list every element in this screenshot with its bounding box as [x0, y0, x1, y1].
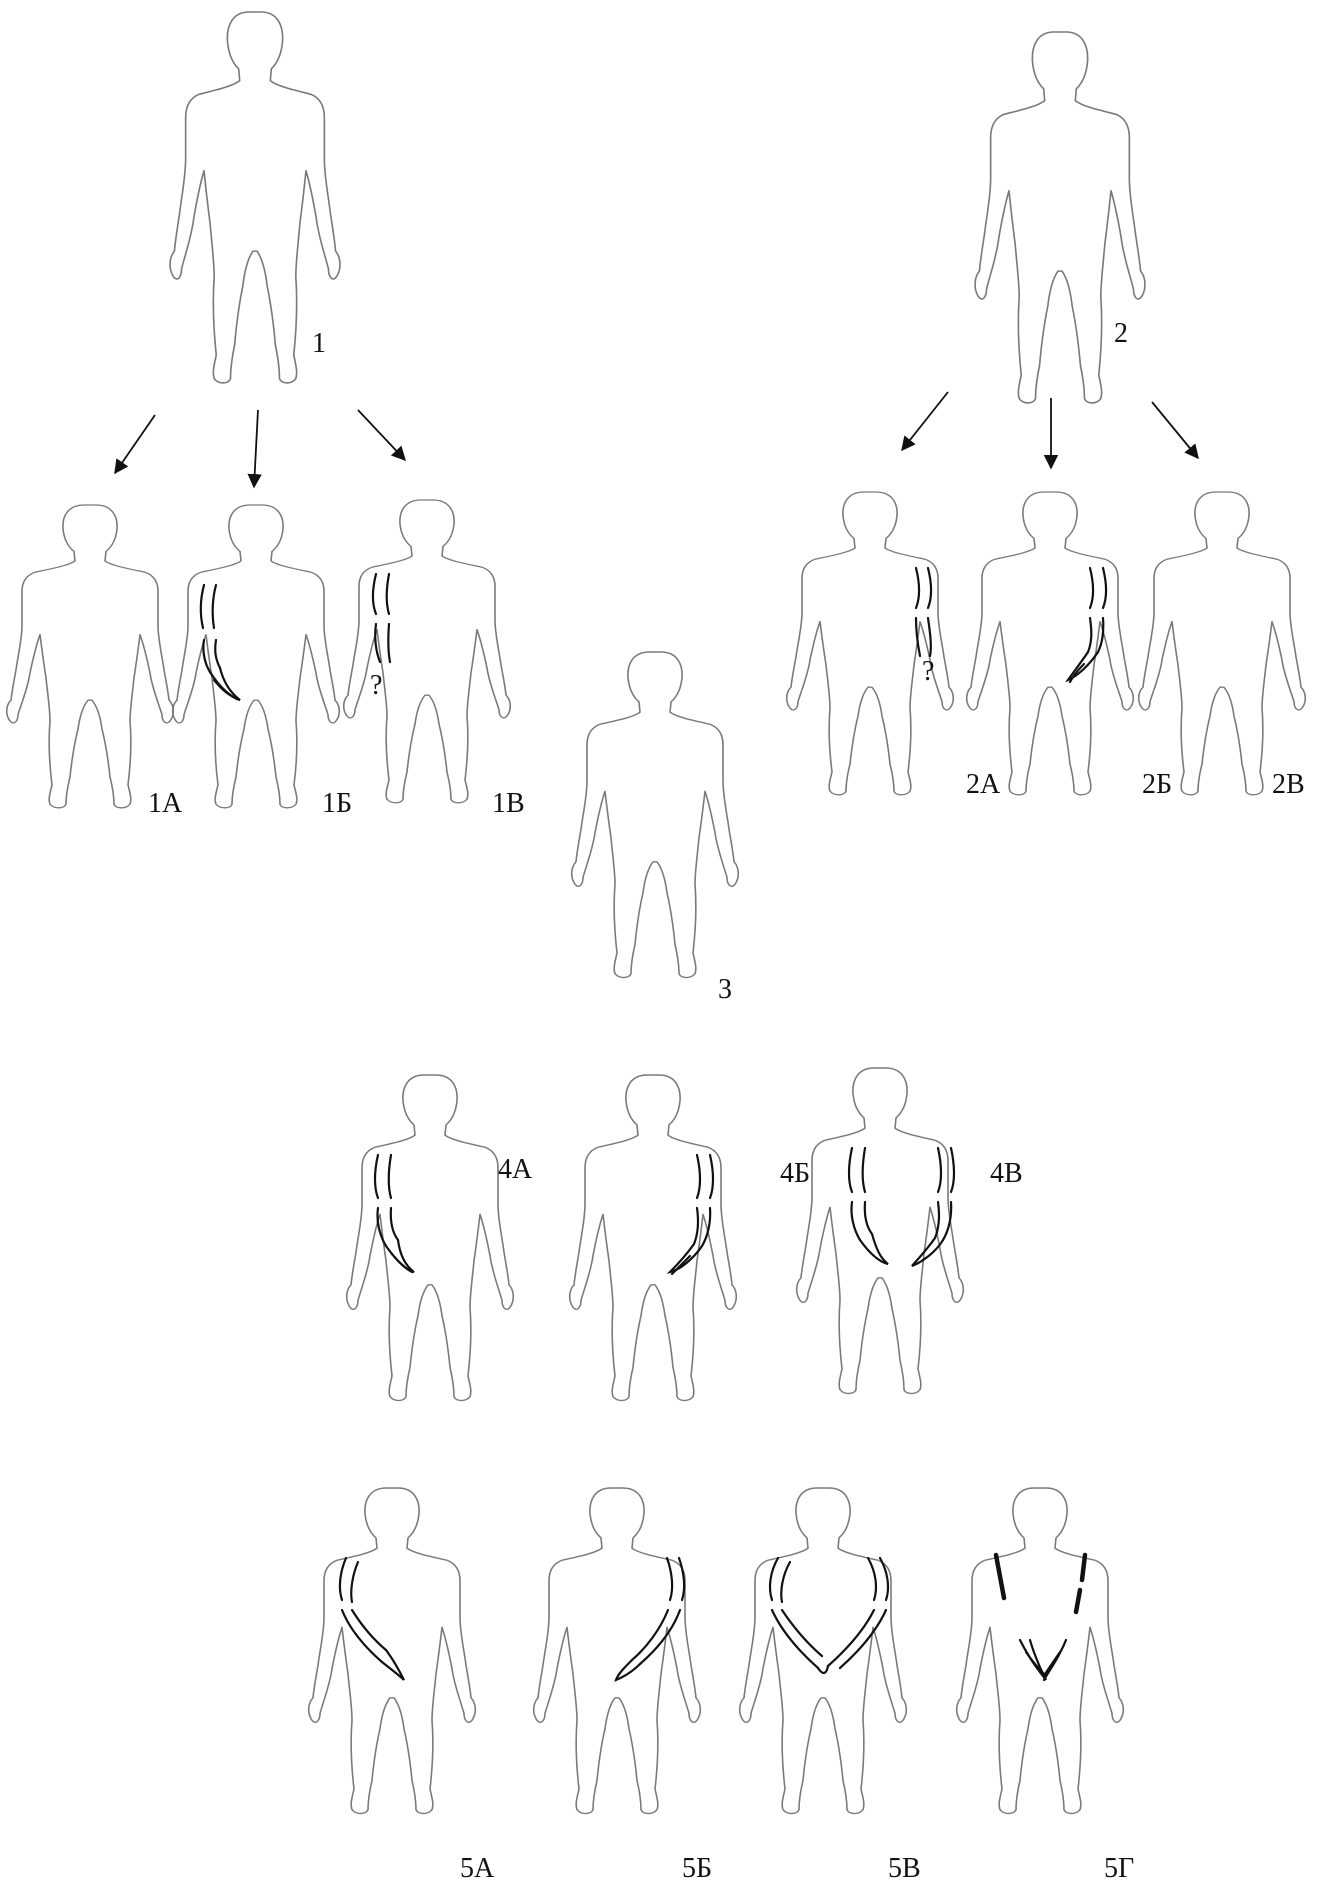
- figure-4A-arm-swap: [373, 1153, 415, 1274]
- figure-5B-body: [532, 1487, 702, 1815]
- label-1: 1: [312, 328, 326, 359]
- figure-2A-arm-swap: [914, 566, 933, 658]
- figure-5V-arm-swap: [768, 1556, 890, 1675]
- figure-1A-body: [5, 504, 175, 809]
- label-5B: 5Б: [682, 1853, 712, 1884]
- figure-3-body: [570, 651, 740, 979]
- figure-4V-arm-swap: [847, 1146, 956, 1268]
- label-5A: 5А: [460, 1853, 495, 1884]
- label-2V: 2В: [1272, 769, 1305, 800]
- figure-2A-body: [785, 491, 955, 796]
- label-4A: 4А: [498, 1154, 533, 1185]
- label-4V: 4В: [990, 1158, 1023, 1189]
- arrow-2-to-2V: [1151, 401, 1199, 460]
- label-5V: 5В: [888, 1853, 921, 1884]
- label-3: 3: [718, 974, 732, 1005]
- arrow-1-to-1A: [114, 414, 156, 475]
- figure-4B-arm-swap: [666, 1153, 715, 1276]
- label-1A: 1А: [148, 788, 183, 819]
- arrow-1-to-1V: [357, 409, 406, 462]
- label-4B: 4Б: [780, 1158, 810, 1189]
- label-2: 2: [1114, 318, 1128, 349]
- figure-4A-body: [345, 1074, 515, 1402]
- label-1V: 1В: [492, 788, 525, 819]
- figure-1V-body: [342, 499, 512, 804]
- figure-2B-arm-swap: [1065, 566, 1108, 684]
- figure-5G-arm-swap: [993, 1552, 1088, 1682]
- label-1B: 1Б: [322, 788, 352, 819]
- arrow-1-to-1B: [247, 409, 262, 489]
- figure-5A-body: [307, 1487, 477, 1815]
- figure-5G-body: [955, 1487, 1125, 1815]
- figure-1B-arm-swap: [199, 583, 241, 702]
- question-mark-1V: ?: [370, 670, 382, 701]
- figure-2V-body: [1137, 491, 1307, 796]
- arrow-2-to-2A: [901, 391, 949, 452]
- label-5G: 5Г: [1104, 1853, 1134, 1884]
- figure-4B-body: [568, 1074, 738, 1402]
- label-2A: 2А: [966, 769, 1001, 800]
- figure-1V-arm-swap: [371, 572, 392, 664]
- label-2B: 2Б: [1142, 769, 1172, 800]
- figure-5A-arm-swap: [338, 1556, 405, 1681]
- figure-1B-body: [171, 504, 341, 809]
- figure-5B-arm-swap: [614, 1556, 686, 1682]
- question-mark-2A: ?: [922, 656, 934, 687]
- figure-2B-body: [965, 491, 1135, 796]
- figure-5V-body: [738, 1487, 908, 1815]
